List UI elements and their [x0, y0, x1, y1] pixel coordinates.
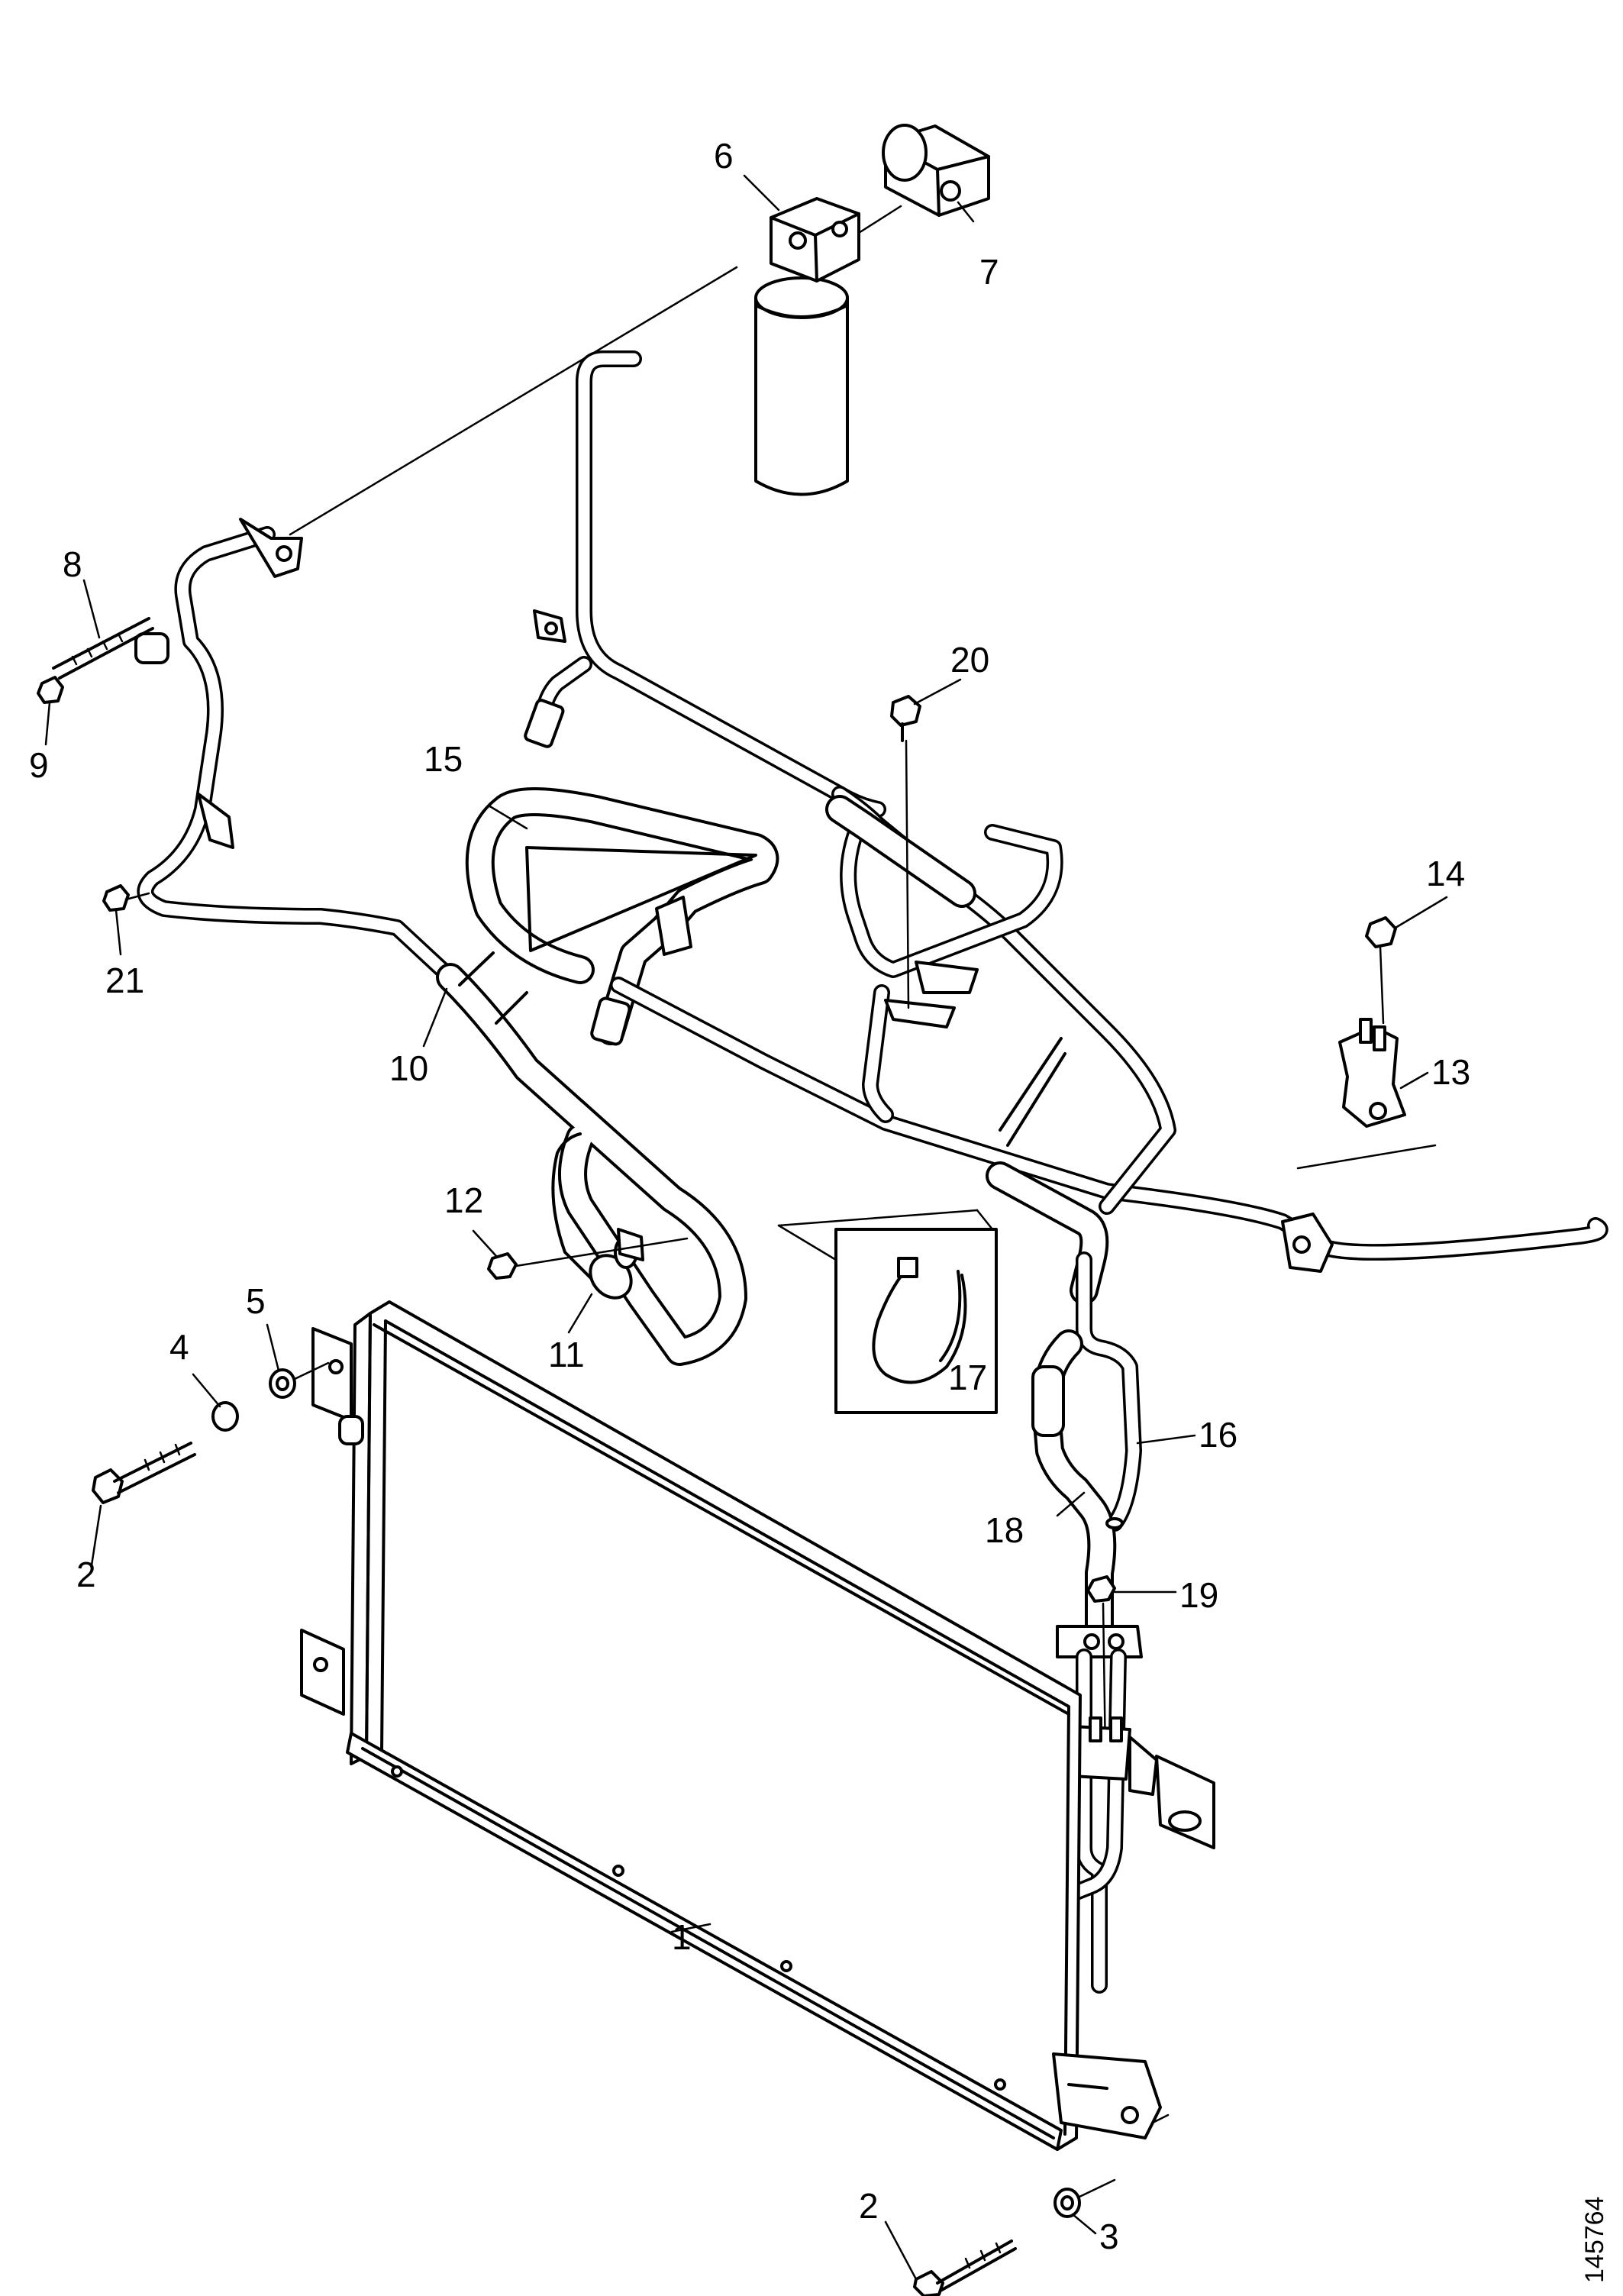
callout-12: 12	[444, 1180, 483, 1220]
callout-18: 18	[985, 1510, 1024, 1550]
callout-labels: 1 2 2 3 4 5 6 7 8 9 10 11 12 13 14 15 16…	[29, 136, 1470, 2256]
washer-4	[211, 1401, 239, 1432]
callout-4: 4	[169, 1327, 189, 1367]
bracket-13	[1296, 1018, 1437, 1170]
callout-3: 3	[1099, 2217, 1119, 2256]
callout-7: 7	[979, 252, 999, 292]
bracket-19	[1045, 1575, 1215, 1994]
bolt-2-upper	[92, 1442, 196, 1504]
callout-8: 8	[63, 544, 82, 584]
callout-9: 9	[29, 745, 49, 785]
callout-2-upper: 2	[76, 1555, 96, 1594]
callout-15: 15	[424, 739, 463, 779]
receiver-drier	[754, 197, 860, 496]
hose-10	[436, 951, 747, 1366]
callout-6: 6	[714, 136, 734, 176]
callout-16: 16	[1199, 1415, 1237, 1455]
callout-14: 14	[1426, 854, 1465, 893]
bolt-20	[890, 695, 921, 1009]
middle-pipe-assembly	[610, 786, 1608, 1273]
left-pipe	[134, 518, 459, 986]
callout-5: 5	[246, 1281, 266, 1321]
callout-17: 17	[948, 1358, 987, 1397]
nut-9	[37, 676, 64, 704]
callout-13: 13	[1431, 1052, 1470, 1092]
hose-11-fitting	[589, 1228, 644, 1300]
callout-21: 21	[105, 961, 144, 1000]
nut-14	[1365, 916, 1397, 1025]
clip-17-detail	[777, 1209, 998, 1414]
hose-16-18	[1031, 1251, 1142, 1656]
reference-number: 145764	[1580, 2197, 1609, 2283]
nut-21	[102, 884, 150, 912]
callout-1: 1	[672, 1917, 692, 1957]
nut-12	[487, 1237, 689, 1280]
hose-15	[465, 787, 779, 1046]
bolt-8	[52, 617, 154, 680]
condenser	[300, 1300, 1170, 2151]
washer-5	[269, 1361, 330, 1399]
callout-19: 19	[1179, 1575, 1218, 1615]
bolt-2-lower	[913, 2239, 1017, 2296]
callout-20: 20	[950, 640, 989, 680]
callout-2-lower: 2	[859, 2186, 879, 2226]
callout-10: 10	[389, 1048, 428, 1088]
washer-3	[1053, 2178, 1116, 2218]
leader-lines	[44, 174, 1448, 2281]
callout-11: 11	[548, 1335, 585, 1374]
expansion-valve	[857, 124, 990, 234]
